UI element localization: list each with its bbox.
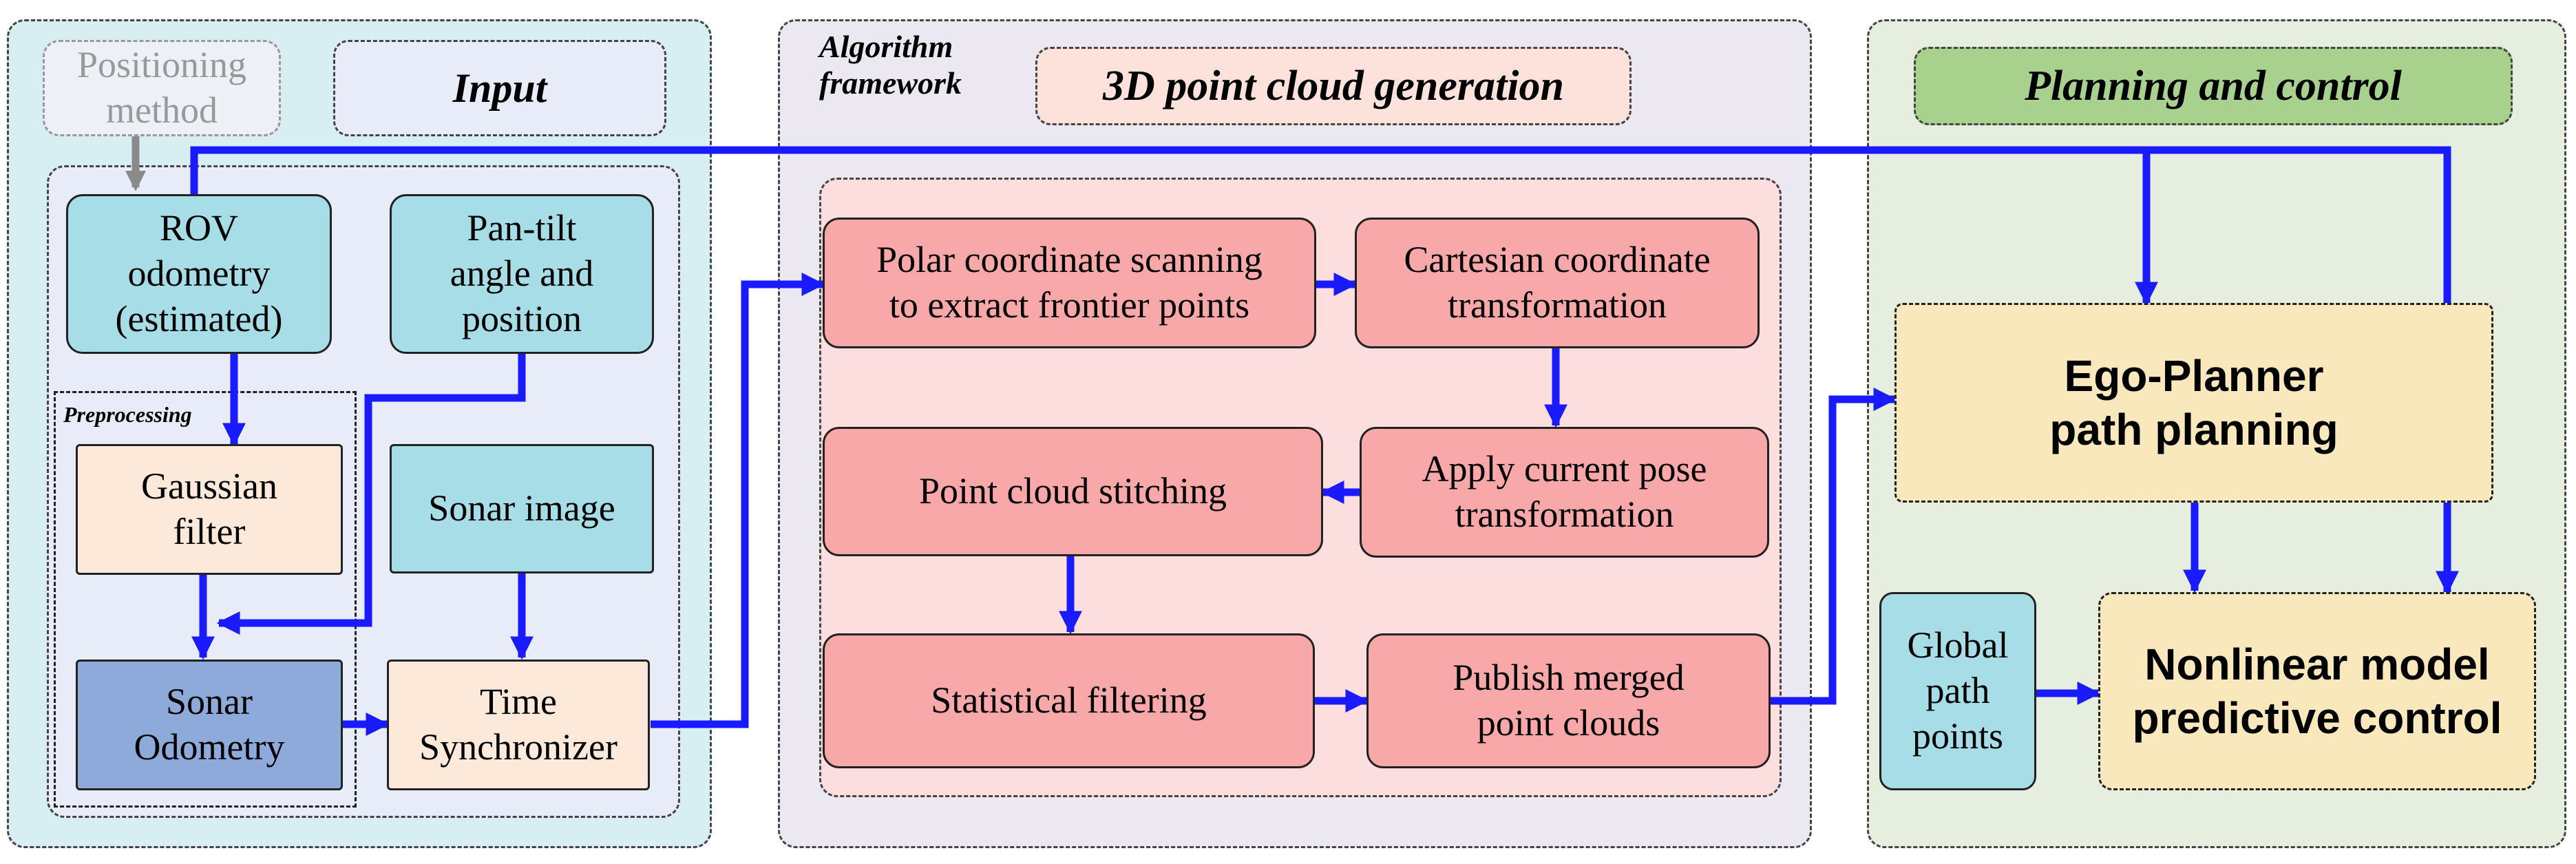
algorithm-title: 3D point cloud generation xyxy=(1035,47,1632,125)
preprocessing-container xyxy=(54,391,357,808)
gaussian-filter-node: Gaussian filter xyxy=(76,444,343,575)
global-path-points-node: Global path points xyxy=(1879,592,2036,790)
ego-planner-node: Ego-Planner path planning xyxy=(1894,303,2493,503)
rov-to-ego-planner-arrow xyxy=(190,146,2158,306)
positioning-method-box: Positioning method xyxy=(43,40,281,136)
pantilt-to-sonar-odometry-arrow xyxy=(216,352,526,635)
publish-point-clouds-node: Publish merged point clouds xyxy=(1366,633,1771,768)
point-cloud-stitching-node: Point cloud stitching xyxy=(823,427,1323,556)
apply-pose-node: Apply current pose transformation xyxy=(1360,427,1769,558)
sonar-image-node: Sonar image xyxy=(390,444,654,573)
algorithm-framework-label: Algorithm framework xyxy=(819,29,962,101)
polar-scan-node: Polar coordinate scanning to extract fro… xyxy=(823,218,1316,348)
rov-odometry-node: ROV odometry (estimated) xyxy=(66,194,332,354)
time-synchronizer-node: Time Synchronizer xyxy=(387,660,650,790)
cartesian-transform-node: Cartesian coordinate transformation xyxy=(1355,218,1760,348)
planning-title: Planning and control xyxy=(1914,47,2513,125)
preprocessing-label: Preprocessing xyxy=(63,402,192,427)
publish-to-ego-planner-arrow xyxy=(1771,388,1897,705)
pan-tilt-node: Pan-tilt angle and position xyxy=(390,194,654,354)
sonar-odometry-node: Sonar Odometry xyxy=(76,660,343,790)
timesync-to-polar-arrow xyxy=(651,273,825,728)
nmpc-node: Nonlinear model predictive control xyxy=(2098,592,2536,790)
input-title: Input xyxy=(333,40,666,136)
statistical-filtering-node: Statistical filtering xyxy=(823,633,1315,768)
